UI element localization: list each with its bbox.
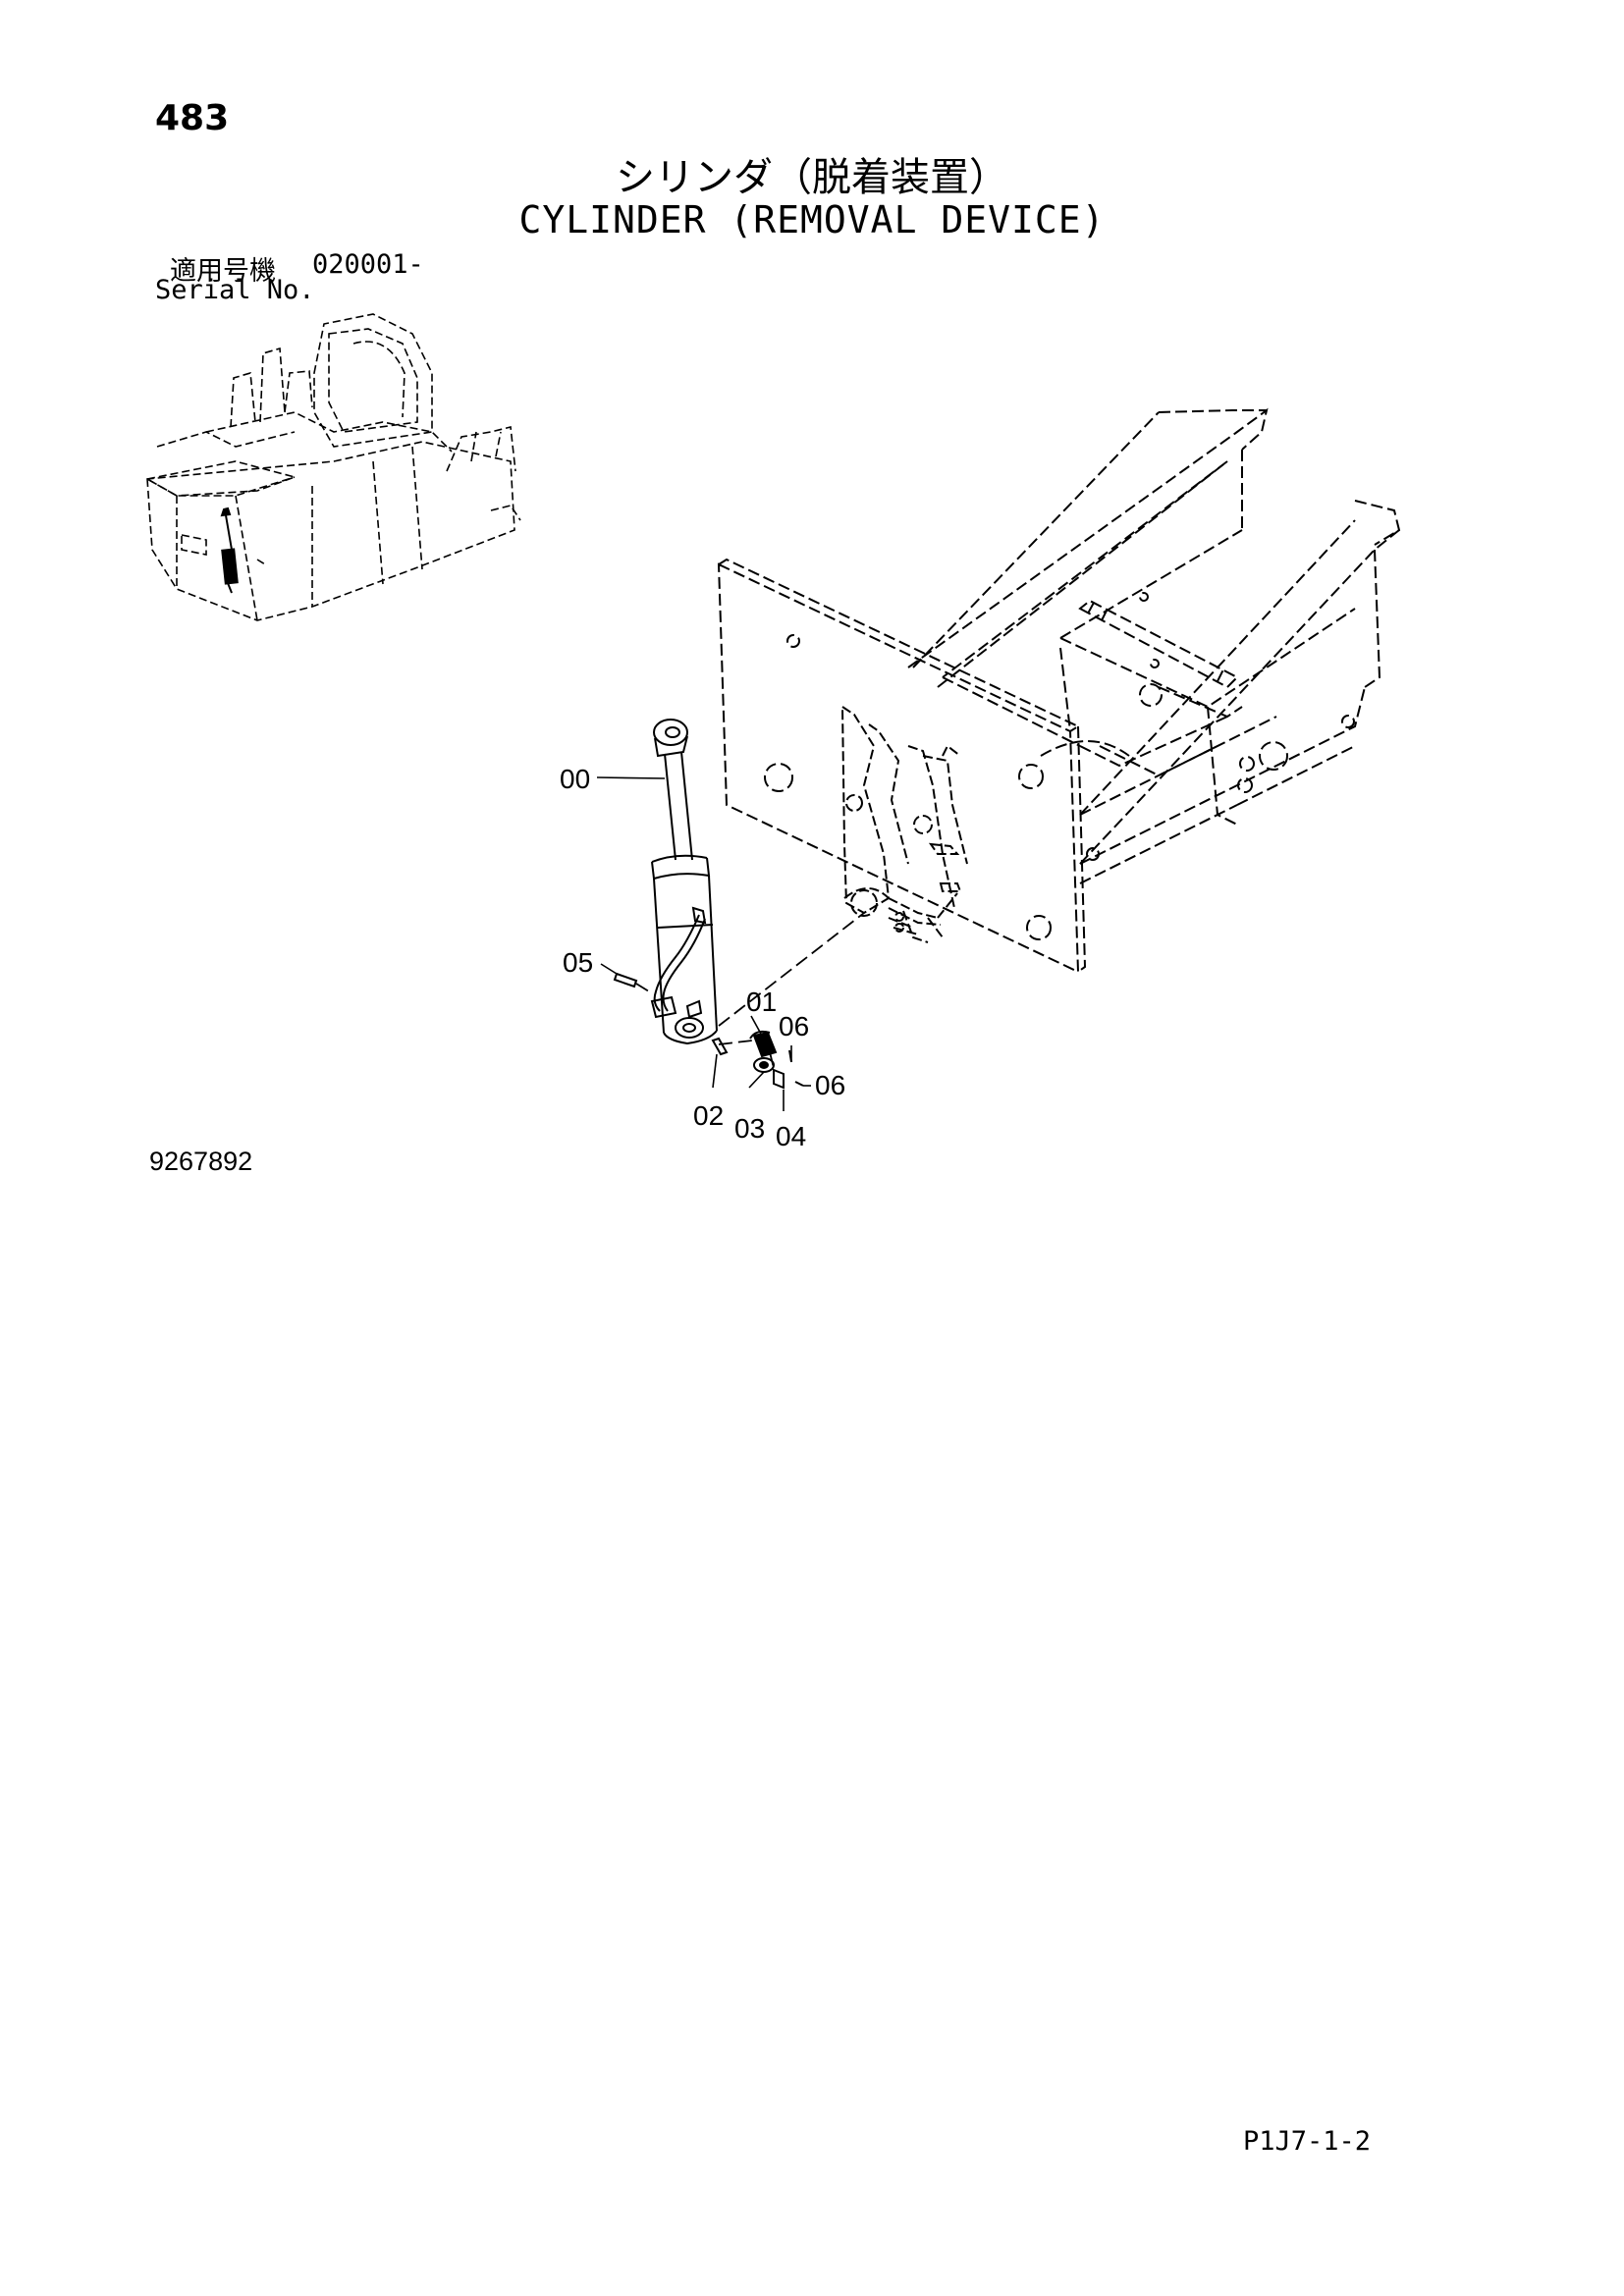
- callout-01: 01: [746, 987, 777, 1017]
- page-code: P1J7-1-2: [1243, 2126, 1372, 2157]
- frame-assembly: [717, 407, 1401, 974]
- highlighted-cylinder-inset: [220, 507, 239, 594]
- small-parts: [613, 972, 804, 1090]
- callout-03: 03: [734, 1113, 765, 1144]
- callout-labels: 00 05 01 06 06 02 03 04: [560, 764, 845, 1151]
- callout-05: 05: [563, 947, 593, 978]
- page-title-english: CYLINDER (REMOVAL DEVICE): [518, 198, 1106, 241]
- serial-label-english: Serial No.: [155, 275, 315, 305]
- assembly-lines: [635, 912, 865, 1069]
- leader-lines: [596, 776, 811, 1111]
- figure-number: 9267892: [149, 1147, 253, 1176]
- serial-range: 020001-: [312, 249, 424, 280]
- page-title-japanese: シリンダ（脱着装置）: [616, 155, 1008, 200]
- callout-00: 00: [560, 764, 590, 794]
- page-number: 483: [155, 98, 230, 138]
- hinge-bracket: [840, 705, 968, 943]
- callout-04: 04: [776, 1121, 806, 1151]
- callout-02: 02: [693, 1100, 724, 1131]
- callout-06-upper: 06: [779, 1011, 809, 1041]
- serial-label-japanese: 適用号機: [170, 256, 276, 287]
- hydraulic-cylinder: [650, 719, 718, 1045]
- callout-06-lower: 06: [815, 1070, 845, 1100]
- machine-overview-inset: [144, 313, 521, 621]
